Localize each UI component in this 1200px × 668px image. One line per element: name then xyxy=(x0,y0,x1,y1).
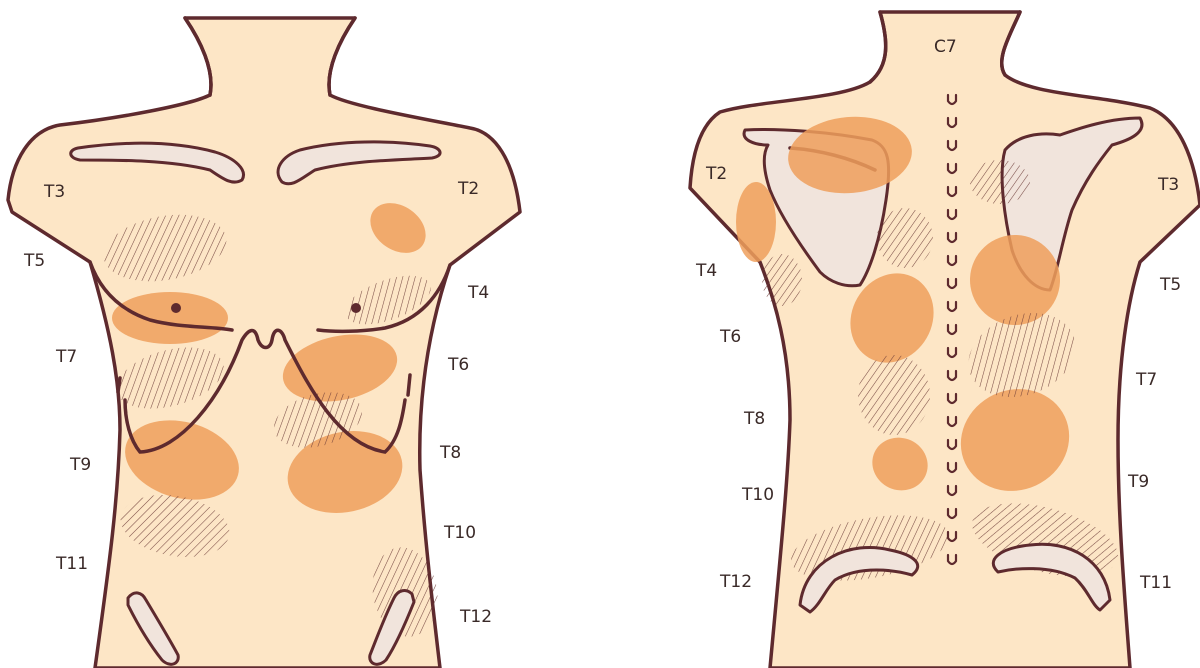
back-label-t5: T5 xyxy=(1159,275,1181,295)
back-label-t12: T12 xyxy=(719,572,752,592)
front-label-t12: T12 xyxy=(459,607,492,627)
back-hatch-left-scapula xyxy=(877,208,933,268)
back-label-t2: T2 xyxy=(705,164,727,184)
back-hatch-left-center xyxy=(858,355,930,435)
back-hatch-left-edge xyxy=(762,254,802,306)
front-view: T3 T2 T5 T4 T7 T6 T9 T8 T10 T11 T12 xyxy=(8,18,520,668)
front-label-t11: T11 xyxy=(55,554,88,574)
front-label-t9: T9 xyxy=(69,455,91,475)
back-torso xyxy=(690,12,1200,668)
back-label-t7: T7 xyxy=(1135,370,1157,390)
back-hatch-right-scapula xyxy=(970,160,1030,204)
front-nipple-right xyxy=(351,303,361,313)
back-label-c7: C7 xyxy=(934,37,957,57)
front-label-t7: T7 xyxy=(55,347,77,367)
back-label-t9: T9 xyxy=(1127,472,1149,492)
front-label-t3: T3 xyxy=(43,182,65,202)
front-label-t6: T6 xyxy=(447,355,469,375)
front-zone-left-nipple xyxy=(112,292,228,344)
front-label-t10: T10 xyxy=(443,523,476,543)
back-label-t10: T10 xyxy=(741,485,774,505)
back-label-t8: T8 xyxy=(743,409,765,429)
back-label-t11: T11 xyxy=(1139,573,1172,593)
front-label-t8: T8 xyxy=(439,443,461,463)
front-nipple-left xyxy=(171,303,181,313)
front-label-t4: T4 xyxy=(467,283,489,303)
back-label-t4: T4 xyxy=(695,261,717,281)
back-view: C7 T2 T3 T4 T5 T6 T7 T8 T9 T10 T11 T12 xyxy=(690,12,1200,668)
back-label-t6: T6 xyxy=(719,327,741,347)
front-label-t5: T5 xyxy=(23,251,45,271)
front-label-t2: T2 xyxy=(457,179,479,199)
back-label-t3: T3 xyxy=(1157,175,1179,195)
back-zone-left-side xyxy=(736,182,776,262)
